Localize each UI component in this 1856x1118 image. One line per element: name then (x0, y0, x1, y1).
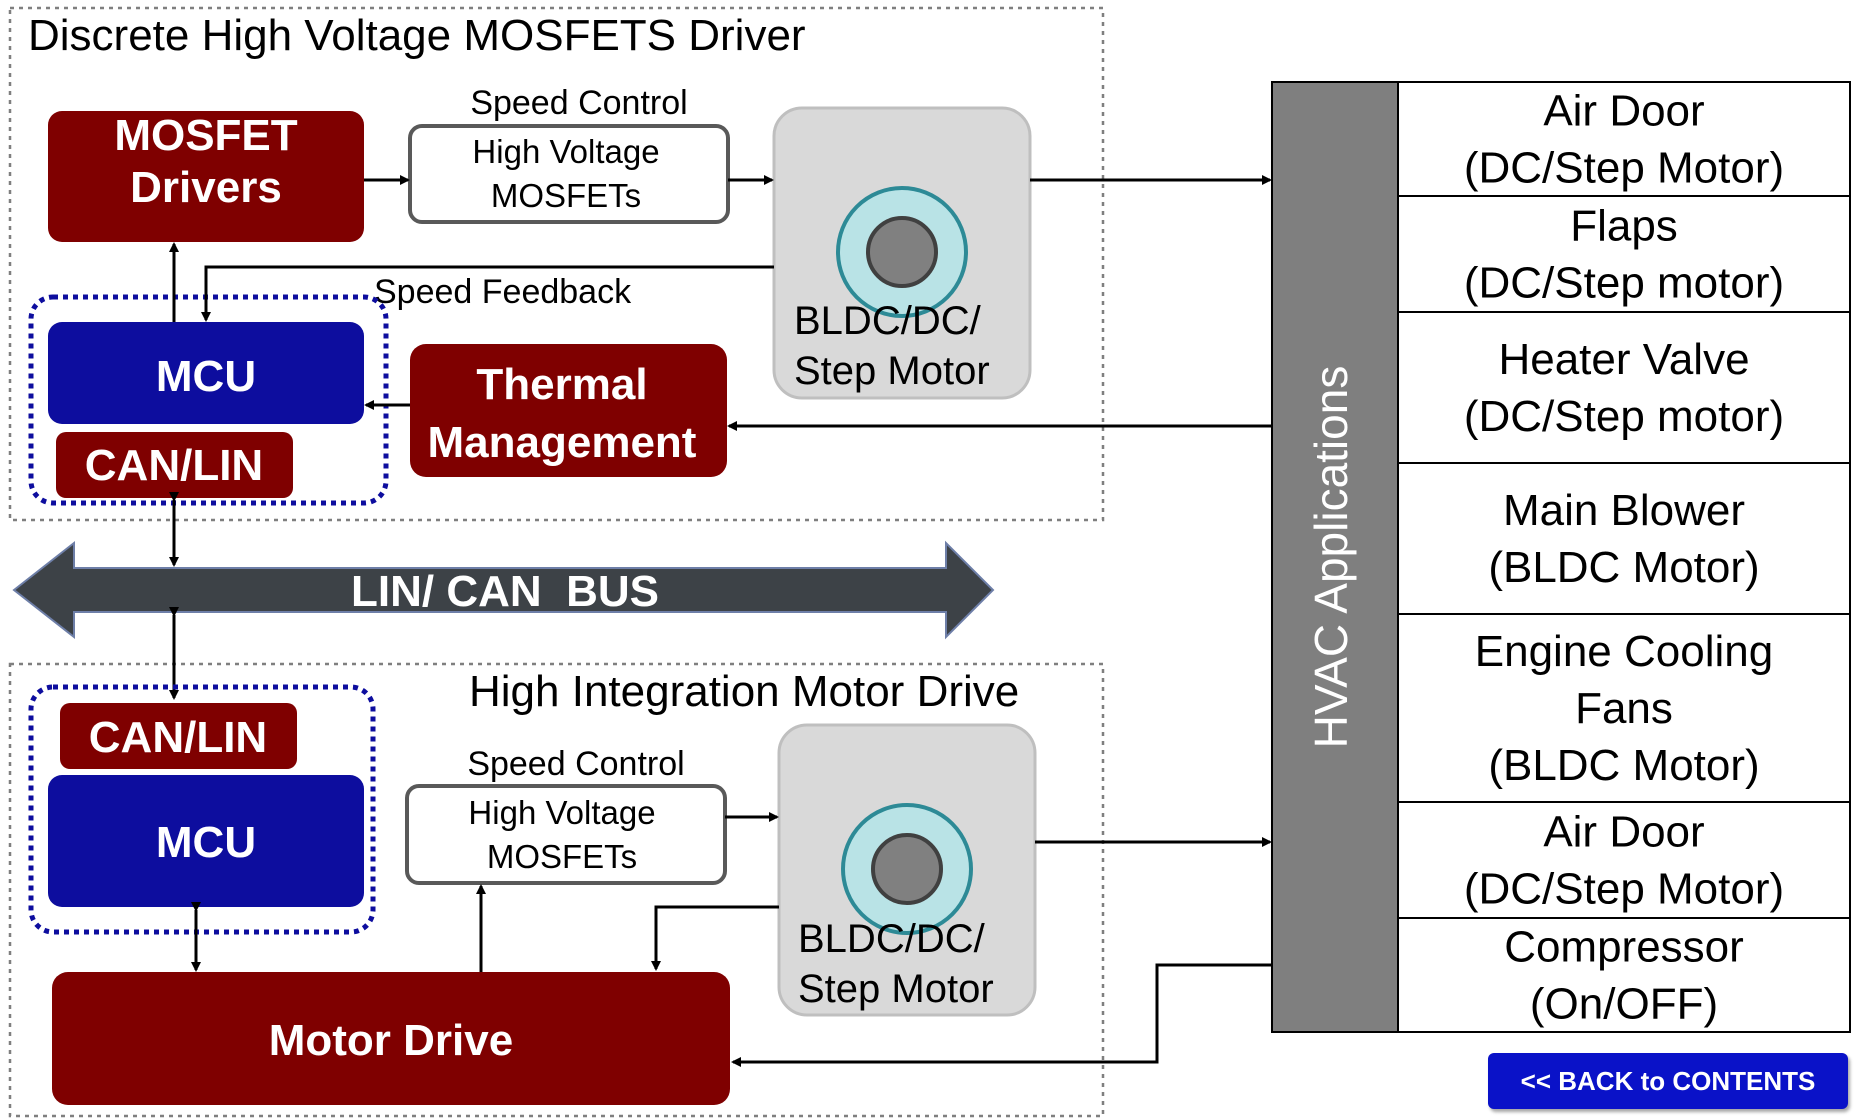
hvac-item-cell (1397, 81, 1851, 197)
arrow-motor-feedback-to-drive (651, 905, 779, 971)
hvac-item-label: Compressor(On/OFF) (1504, 923, 1744, 1029)
top-mcu-box (48, 322, 364, 424)
arrow-hvac-to-motor-drive (731, 963, 1272, 1067)
lin-can-bus-label: LIN/ CAN BUS (351, 567, 659, 616)
bottom-section-title: High Integration Motor Drive (469, 667, 1019, 716)
bottom-motor-icon (871, 833, 943, 905)
top-hv-mosfets-box (408, 124, 730, 224)
hvac-item-cell (1397, 462, 1851, 615)
hvac-item-label: Heater Valve(DC/Step motor) (1464, 335, 1784, 441)
bottom-mcu-box (48, 775, 364, 907)
top-mcu-label: MCU (156, 352, 256, 401)
hvac-item-cell (1397, 917, 1851, 1033)
hvac-item-cell (1397, 311, 1851, 464)
top-can-lin-box (56, 432, 293, 498)
mosfet-drivers-box (48, 111, 364, 242)
thermal-management-box (410, 344, 727, 477)
hvac-item-label: Air Door(DC/Step Motor) (1464, 87, 1784, 193)
motor-drive-box (52, 972, 730, 1105)
speed-feedback-label: Speed Feedback (374, 273, 632, 311)
hvac-applications-bar (1271, 81, 1399, 1033)
top-can-lin-label: CAN/LIN (85, 441, 263, 490)
hvac-applications-title: HVAC Applications (1305, 366, 1357, 749)
lin-can-bus-arrow (12, 540, 995, 640)
hvac-item-cell (1397, 195, 1851, 313)
top-motor-icon (866, 216, 938, 288)
bottom-can-lin-label: CAN/LIN (89, 713, 267, 762)
hvac-items-list: Air Door(DC/Step Motor)Flaps(DC/Step mot… (1397, 81, 1851, 1033)
bottom-section-frame (8, 662, 1105, 1118)
hvac-item-label: Main Blower(BLDC Motor) (1488, 486, 1759, 592)
hvac-item-cell (1397, 613, 1851, 803)
motor-drive-label: Motor Drive (269, 1016, 513, 1065)
arrow-speed-feedback (201, 265, 774, 322)
hvac-item-label: Flaps(DC/Step motor) (1464, 202, 1784, 308)
top-speed-control-label: Speed Control (470, 84, 687, 122)
bottom-mcu-label: MCU (156, 818, 256, 867)
bottom-hv-mosfets-box (405, 784, 727, 885)
hvac-item-label: Air Door(DC/Step Motor) (1464, 808, 1784, 914)
top-motor-label: BLDC/DC/Step Motor (794, 299, 990, 393)
top-section-frame (8, 6, 1105, 522)
bottom-can-lin-box (60, 703, 297, 769)
back-to-contents-button[interactable]: << BACK to CONTENTS (1488, 1053, 1848, 1109)
bottom-mcu-group (28, 684, 376, 935)
top-section-title: Discrete High Voltage MOSFETS Driver (28, 11, 806, 60)
bottom-motor-label: BLDC/DC/Step Motor (798, 917, 994, 1011)
bottom-speed-control-label: Speed Control (467, 745, 684, 783)
